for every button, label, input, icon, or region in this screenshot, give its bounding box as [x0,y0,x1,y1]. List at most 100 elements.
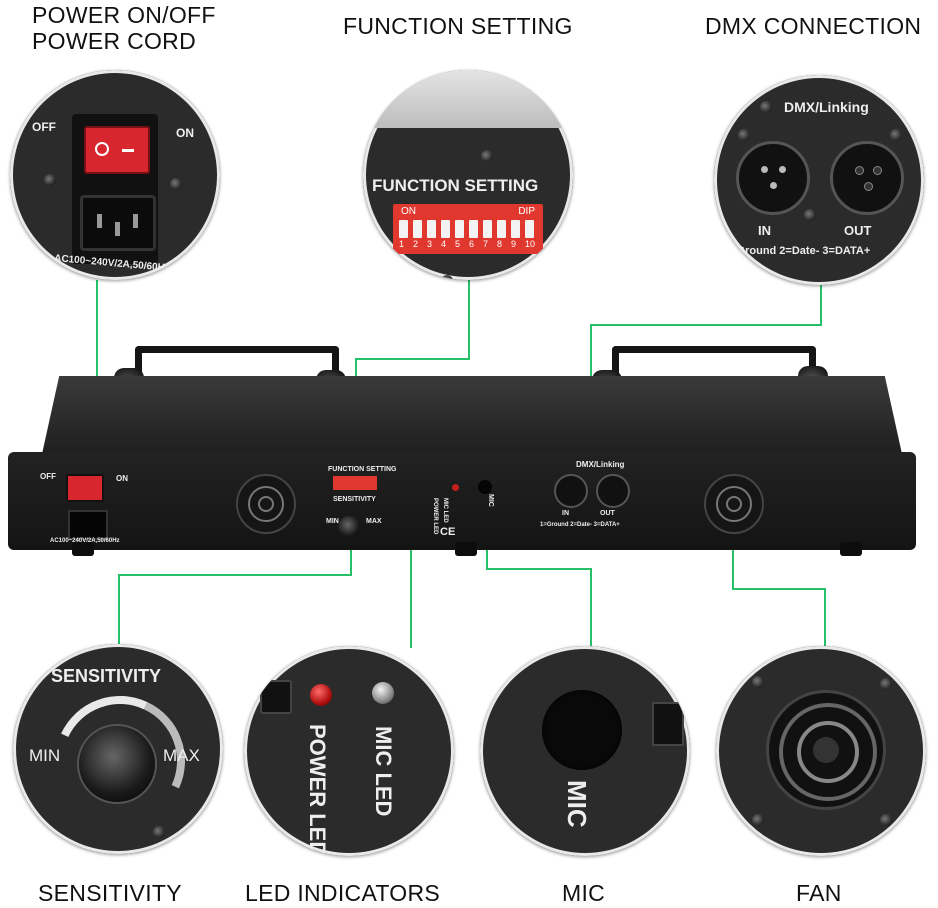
device-power-inlet[interactable] [68,510,108,540]
mic-hole [542,690,622,770]
dip-switch-number: 6 [469,239,475,249]
dip-switch-number: 10 [525,239,536,249]
dip-on-label: ON [401,206,416,217]
dip-switch-toggle[interactable] [511,220,520,238]
device-dip-switch[interactable] [333,476,377,490]
dmx-out-connector[interactable] [830,141,904,215]
function-callout: FUNCTION SETTING [343,13,573,39]
power-closeup: OFF ON AC100~240V/2A,50/60Hz [10,70,220,280]
xlr-pin [864,182,873,191]
xlr-pin [873,166,882,175]
device-sensitivity-label: SENSITIVITY [333,496,376,503]
fan-screw-icon [880,678,892,690]
fan-grille [766,690,886,810]
sensitivity-min-label: MIN [29,746,61,765]
fan-screw-icon [752,676,764,688]
xlr-pin [770,182,777,189]
sensitivity-screw-icon [153,826,165,838]
wire-mic-v2 [590,568,592,646]
dmx-panel-title: DMX/Linking [784,99,869,115]
device-mic-led-label: MIC LED [442,498,448,523]
power-inlet-pin [133,214,138,228]
led-closeup: POWER LED MIC LED [244,646,454,856]
mic-closeup: MIC [480,646,690,856]
dmx-screw-icon [890,129,902,141]
fan-grille-ring [716,486,752,522]
wire-dmx-h [590,324,822,326]
dmx-screw-icon [804,209,816,221]
wire-mic-h [486,568,592,570]
device-dmx-pinout-label: 1=Ground 2=Date- 3=DATA+ [540,522,620,528]
dip-switch-toggle[interactable] [483,220,492,238]
fan-callout: FAN [796,880,842,906]
dip-switch-number: 8 [497,239,503,249]
dip-switch-number: 2 [413,239,419,249]
dip-switch-toggle[interactable] [525,220,534,238]
dmx-out-label: OUT [844,223,872,238]
wire-sensitivity-v [350,532,352,576]
wire-fan-v2 [824,588,826,646]
led-callout: LED INDICATORS [245,880,441,906]
xlr-pin [855,166,864,175]
wire-function-v1 [468,275,470,360]
device-power-led-label: POWER LED [432,498,438,535]
device-on-label: ON [116,474,128,483]
wire-sensitivity-h [118,574,352,576]
wire-led-v [410,486,412,648]
device-fan-left [236,474,296,534]
dip-switch-number: 3 [427,239,433,249]
device-fan-right [704,474,764,534]
wire-dmx-v1 [820,285,822,325]
device-sensitivity-knob[interactable] [338,516,360,538]
function-screw-icon [441,275,453,280]
dip-switch-row [399,220,539,238]
fan-screw-icon [880,814,892,826]
power-callout-line2: POWER CORD [32,28,196,54]
device-dmx-in[interactable] [554,474,588,508]
device-max-label: MAX [366,518,382,525]
wire-sensitivity-v2 [118,574,120,646]
dip-switch-toggle[interactable] [455,220,464,238]
dmx-pinout-label: 1=Ground 2=Date- 3=DATA+ [724,245,871,257]
dip-switch-toggle[interactable] [469,220,478,238]
power-rocker-switch [84,126,150,174]
dip-switch-toggle[interactable] [399,220,408,238]
xlr-pin [779,166,786,173]
dip-switch-toggle[interactable] [497,220,506,238]
fan-grille-ring [258,496,274,512]
power-callout-line1: POWER ON/OFF [32,2,216,28]
mic-callout: MIC [562,880,606,906]
dip-switch-number: 4 [441,239,447,249]
mic-led-label: MIC LED [371,726,396,817]
function-screw-icon [481,150,493,162]
sensitivity-knob[interactable] [79,726,155,802]
device-min-label: MIN [326,518,339,525]
power-led-light [310,684,332,706]
device-power-rocker[interactable] [66,474,104,502]
fan-hub [813,737,839,763]
function-panel-title: FUNCTION SETTING [372,176,539,195]
sensitivity-closeup: SENSITIVITY MIN MAX [13,644,223,854]
device-dmx-label: DMX/Linking [576,460,625,469]
power-led-label: POWER LED [305,724,330,856]
power-screw-icon [170,178,182,190]
device-dmx-in-label: IN [562,510,569,517]
dmx-screw-icon [760,101,772,113]
device-ce-mark: CE [440,526,456,538]
dmx-in-connector[interactable] [736,141,810,215]
device-front-panel [8,452,916,550]
power-inlet-pin [115,222,120,236]
device-led-power [452,484,459,491]
power-inlet-pin [97,214,102,228]
sensitivity-callout: SENSITIVITY [38,880,182,906]
device-function-label: FUNCTION SETTING [328,466,397,473]
mic-panel-label: MIC [562,780,592,828]
dip-switch-toggle[interactable] [441,220,450,238]
fan-grille-ring [248,486,284,522]
device-foot [840,542,862,556]
dip-switch-toggle[interactable] [413,220,422,238]
function-top-plate [363,70,573,128]
dip-switch-toggle[interactable] [427,220,436,238]
device-dmx-out[interactable] [596,474,630,508]
power-rocker-line-icon [122,149,134,152]
